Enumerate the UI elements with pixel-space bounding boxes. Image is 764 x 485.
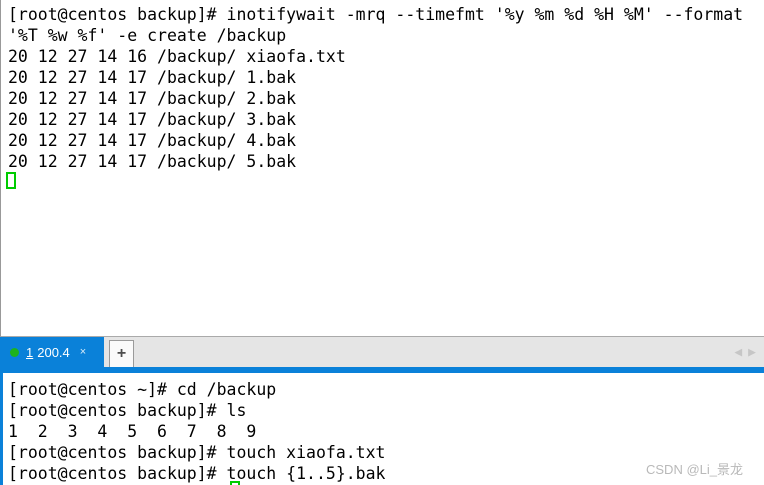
terminal-line: [root@centos backup]# inotifywait -mrq -… xyxy=(8,5,744,24)
new-tab-button[interactable]: + xyxy=(109,340,134,368)
tab-mnemonic: 1 xyxy=(26,344,34,360)
scroll-tabs-right-icon[interactable]: ▶ xyxy=(748,344,756,360)
terminal-line: [root@centos backup]# touch xiaofa.txt xyxy=(8,443,386,462)
terminal-line: 20 12 27 14 17 /backup/ 3.bak xyxy=(8,110,297,129)
terminal-cursor xyxy=(6,172,16,189)
tab-scroll-nav: ◀ ▶ xyxy=(734,337,756,367)
terminal-cursor xyxy=(230,481,240,485)
terminal-line: 20 12 27 14 17 /backup/ 4.bak xyxy=(8,131,297,150)
session-tab[interactable]: 1 200.4 × xyxy=(0,337,104,367)
watermark: CSDN @Li_景龙 xyxy=(646,462,743,477)
tab-title: 200.4 xyxy=(37,344,70,360)
terminal-line: 20 12 27 14 17 /backup/ 5.bak xyxy=(8,152,297,171)
bottom-terminal-output: [root@centos ~]# cd /backup [root@centos … xyxy=(8,379,764,484)
scroll-tabs-left-icon[interactable]: ◀ xyxy=(734,344,743,360)
tab-bar: 1 200.4 × + ◀ ▶ xyxy=(0,337,764,368)
close-tab-icon[interactable]: × xyxy=(79,346,87,358)
terminal-line: 20 12 27 14 16 /backup/ xiaofa.txt xyxy=(8,47,346,66)
plus-icon: + xyxy=(116,345,127,362)
bottom-terminal-pane[interactable]: [root@centos ~]# cd /backup [root@centos … xyxy=(0,373,764,485)
active-tab-strip xyxy=(0,367,764,373)
terminal-line: [root@centos backup]# touch {1..5}.bak xyxy=(8,464,386,483)
top-terminal-output: [root@centos backup]# inotifywait -mrq -… xyxy=(8,4,764,172)
terminal-line: [root@centos ~]# cd /backup xyxy=(8,380,277,399)
session-status-icon xyxy=(10,347,19,357)
terminal-line: 20 12 27 14 17 /backup/ 2.bak xyxy=(8,89,297,108)
terminal-line: [root@centos backup]# ls xyxy=(8,401,247,420)
terminal-line: 20 12 27 14 17 /backup/ 1.bak xyxy=(8,68,297,87)
terminal-line: 1 2 3 4 5 6 7 8 9 xyxy=(8,422,257,441)
top-terminal-pane[interactable]: [root@centos backup]# inotifywait -mrq -… xyxy=(0,0,764,337)
terminal-line: '%T %w %f' -e create /backup xyxy=(8,26,287,45)
